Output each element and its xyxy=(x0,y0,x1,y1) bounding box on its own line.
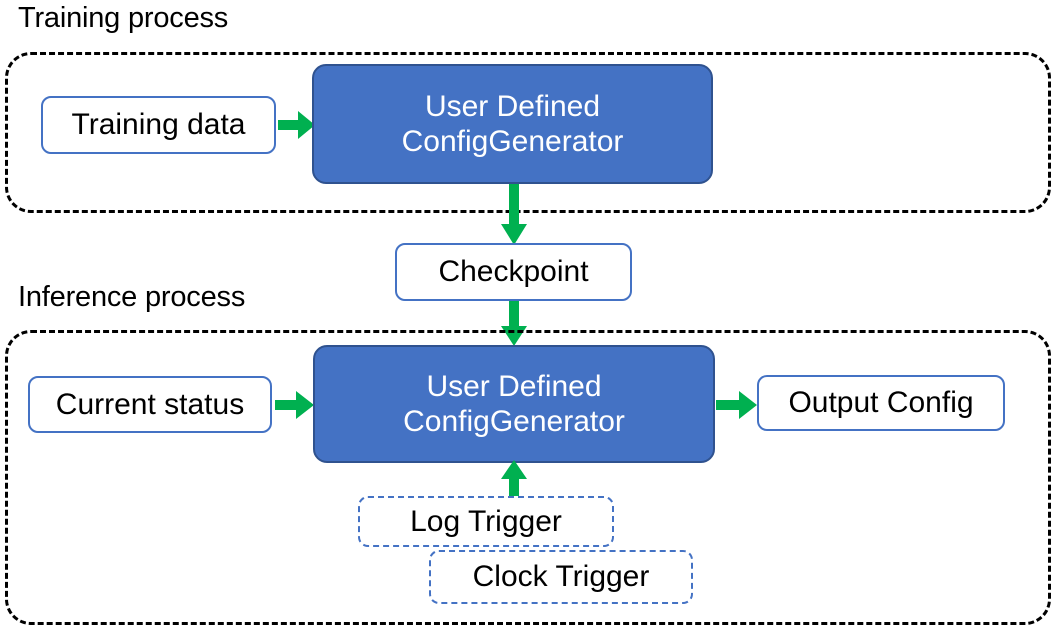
node-training-config-generator-line1: User Defined xyxy=(424,89,601,123)
node-current-status-label: Current status xyxy=(55,387,245,421)
node-clock-trigger-label: Clock Trigger xyxy=(472,560,650,594)
node-output-config[interactable]: Output Config xyxy=(757,375,1005,431)
node-training-config-generator-line2: ConfigGenerator xyxy=(401,125,624,158)
inference-process-container xyxy=(5,330,1051,625)
node-inference-config-generator-line2: ConfigGenerator xyxy=(403,405,625,438)
node-checkpoint-label: Checkpoint xyxy=(438,255,589,289)
node-output-config-label: Output Config xyxy=(788,386,974,420)
node-log-trigger[interactable]: Log Trigger xyxy=(358,496,614,547)
arrow-checkpoint-to-inference-generator xyxy=(500,301,528,347)
node-training-data-label: Training data xyxy=(71,108,246,142)
arrow-triggers-to-generator xyxy=(500,460,528,500)
arrow-generator-to-output-config xyxy=(716,389,758,422)
arrow-current-status-to-generator xyxy=(275,389,315,422)
node-current-status[interactable]: Current status xyxy=(28,376,272,433)
arrow-generator-to-checkpoint xyxy=(500,184,528,246)
node-training-config-generator[interactable]: User Defined ConfigGenerator xyxy=(312,64,713,184)
arrow-training-data-to-generator xyxy=(278,108,316,142)
inference-process-label: Inference process xyxy=(18,281,246,313)
node-inference-config-generator-line1: User Defined xyxy=(426,369,602,403)
node-inference-config-generator[interactable]: User Defined ConfigGenerator xyxy=(313,345,715,463)
node-log-trigger-label: Log Trigger xyxy=(410,504,562,538)
node-clock-trigger[interactable]: Clock Trigger xyxy=(429,550,693,604)
node-checkpoint[interactable]: Checkpoint xyxy=(395,243,632,301)
training-process-label: Training process xyxy=(18,2,229,34)
node-training-data[interactable]: Training data xyxy=(41,96,276,154)
training-process-container xyxy=(5,52,1051,213)
